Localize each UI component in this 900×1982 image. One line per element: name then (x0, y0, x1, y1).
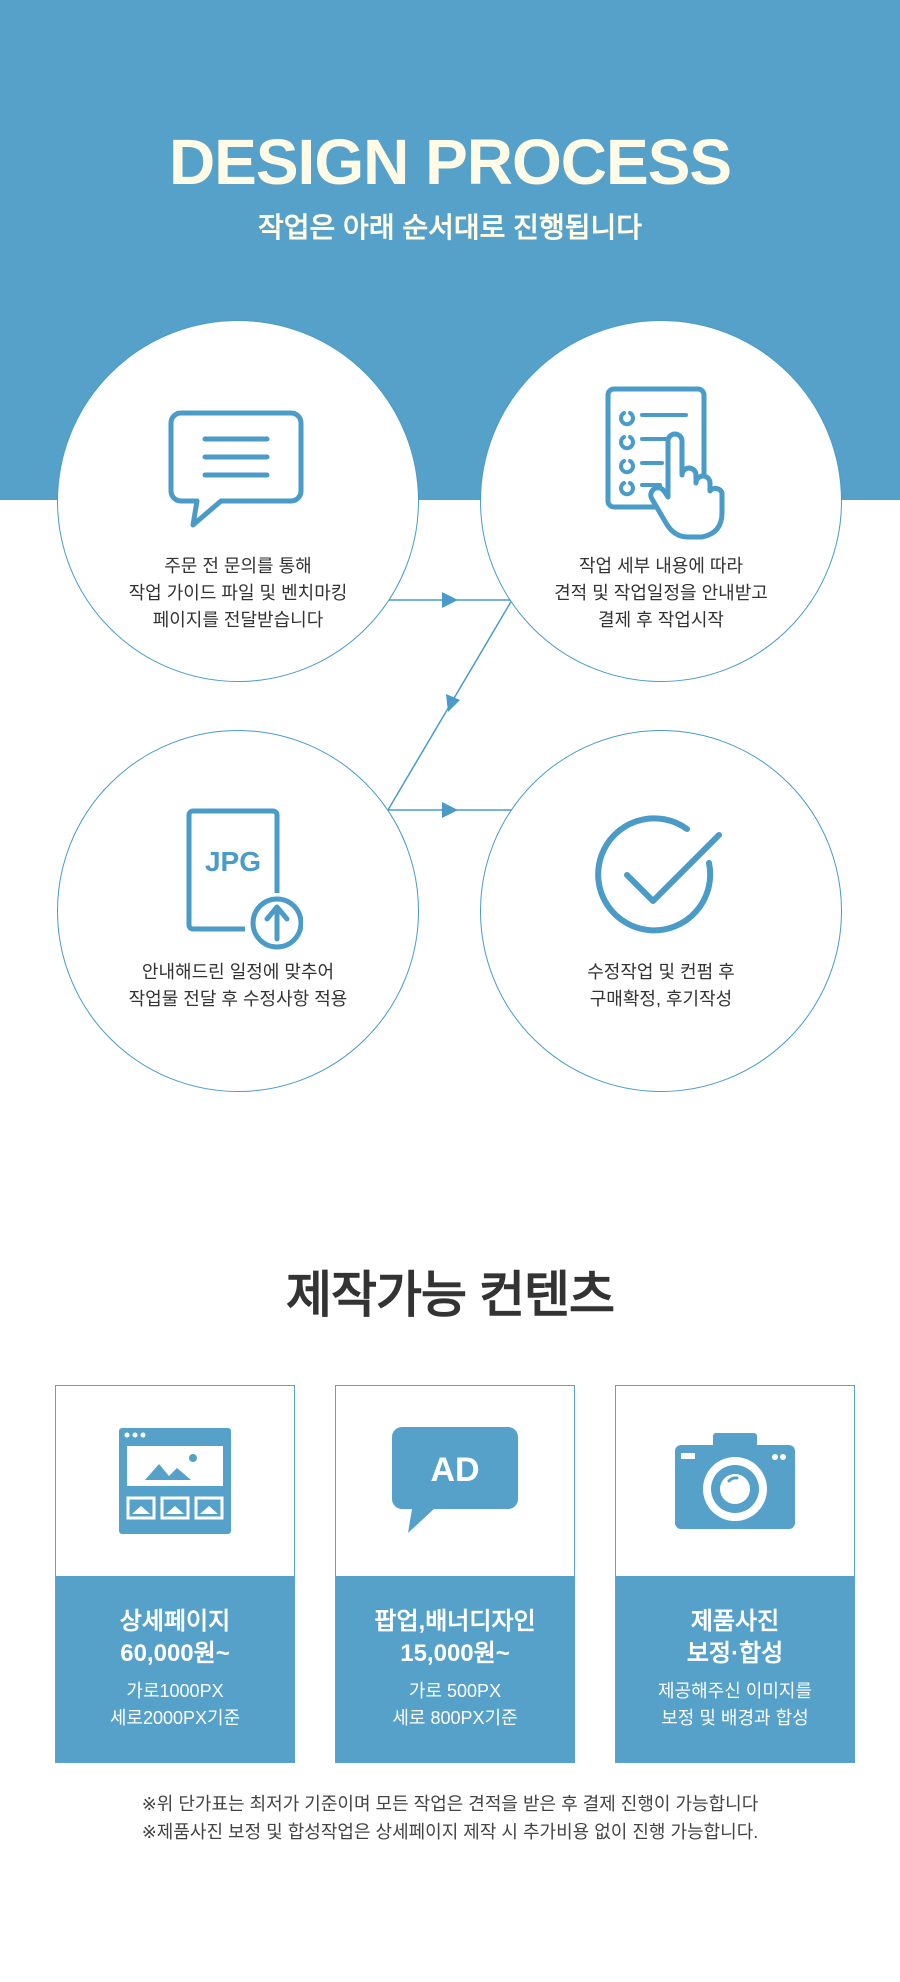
step-2-circle: 작업 세부 내용에 따라 견적 및 작업일정을 안내받고 결제 후 작업시작 (480, 320, 842, 682)
card-title: 제품사진 보정·합성 (686, 1608, 784, 1667)
step-4-circle: 수정작업 및 컨펌 후 구매확정, 후기작성 (480, 730, 842, 1092)
arrow-right-icon (442, 802, 458, 818)
checklist-touch-icon (605, 386, 725, 540)
hero-subtitle: 작업은 아래 순서대로 진행됩니다 (258, 212, 642, 243)
card-popup-banner: AD 팝업,배너디자인 15,000원~ 가로 500PX 세로 800PX기준 (335, 1385, 575, 1763)
check-circle-icon (595, 815, 722, 934)
jpg-label: JPG (205, 846, 261, 877)
chat-bubble-icon (168, 410, 304, 528)
note-line: ※제품사진 보정 및 합성작업은 상세페이지 제작 시 추가비용 없이 진행 가… (141, 1822, 759, 1842)
pricing-notes: ※위 단가표는 최저가 기준이며 모든 작업은 견적을 받은 후 결제 진행이 … (0, 1790, 900, 1846)
step-3-circle: JPG 안내해드린 일정에 맞추어 작업물 전달 후 수정사항 적용 (57, 730, 419, 1092)
note-line: ※위 단가표는 최저가 기준이며 모든 작업은 견적을 받은 후 결제 진행이 … (141, 1794, 759, 1814)
step-3-text: 안내해드린 일정에 맞추어 작업물 전달 후 수정사항 적용 (128, 962, 348, 1009)
arrow-right-icon (442, 592, 458, 608)
step-2-text: 작업 세부 내용에 따라 견적 및 작업일정을 안내받고 결제 후 작업시작 (554, 556, 768, 630)
card-product-photo-body: 제품사진 보정·합성 제공해주신 이미지를 보정 및 배경과 합성 (616, 1576, 854, 1762)
step-1-text: 주문 전 문의를 통해 작업 가이드 파일 및 벤치마킹 페이지를 전달받습니다 (128, 556, 348, 630)
web-page-icon (119, 1428, 231, 1534)
contents-section-title: 제작가능 컨텐츠 (286, 1267, 615, 1323)
process-connectors (387, 592, 513, 818)
step-1-circle: 주문 전 문의를 통해 작업 가이드 파일 및 벤치마킹 페이지를 전달받습니다 (57, 320, 419, 682)
card-detail-page: 상세페이지 60,000원~ 가로1000PX 세로2000PX기준 (55, 1385, 295, 1763)
card-popup-banner-body: 팝업,배너디자인 15,000원~ 가로 500PX 세로 800PX기준 (336, 1576, 574, 1762)
jpg-upload-icon: JPG (186, 808, 303, 950)
card-detail-page-body: 상세페이지 60,000원~ 가로1000PX 세로2000PX기준 (56, 1576, 294, 1762)
step-4-text: 수정작업 및 컨펌 후 구매확정, 후기작성 (587, 962, 735, 1009)
ad-label: AD (430, 1451, 479, 1489)
card-subtitle: 가로 500PX 세로 800PX기준 (392, 1681, 518, 1728)
card-product-photo: 제품사진 보정·합성 제공해주신 이미지를 보정 및 배경과 합성 (615, 1385, 855, 1763)
ad-bubble-icon: AD (392, 1427, 518, 1533)
arrow-down-left-icon (446, 694, 460, 712)
card-subtitle: 가로1000PX 세로2000PX기준 (109, 1681, 241, 1728)
hero-title: DESIGN PROCESS (168, 126, 732, 198)
card-subtitle: 제공해주신 이미지를 보정 및 배경과 합성 (657, 1681, 813, 1728)
card-title: 상세페이지 60,000원~ (119, 1608, 231, 1667)
card-title: 팝업,배너디자인 15,000원~ (374, 1608, 536, 1667)
camera-icon (675, 1433, 795, 1529)
